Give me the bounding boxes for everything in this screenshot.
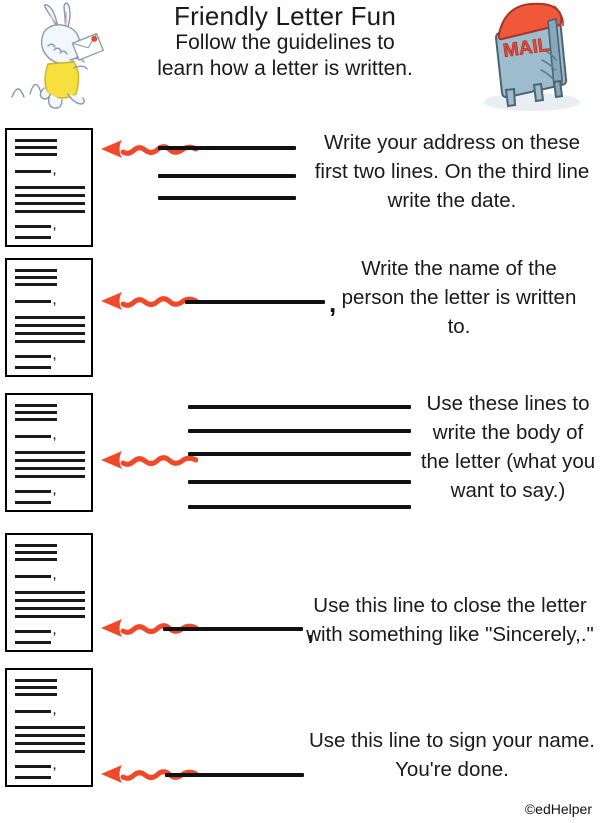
diagram-address-line-3 [15,558,57,561]
squiggly-arrow-left-icon [88,136,198,162]
copyright-credit: ©edHelper [524,801,592,817]
diagram-closing-line [15,765,51,768]
writing-line[interactable] [158,196,296,200]
letter-diagram: , , [5,258,93,377]
writing-line[interactable] [158,174,296,178]
diagram-body-line-4 [15,340,85,343]
diagram-address-line-1 [15,404,57,407]
title-block: Friendly Letter Fun Follow the guideline… [110,2,460,81]
section-signature: , , Use this line to sign your name. You… [0,660,600,790]
diagram-greeting-line [15,710,51,713]
diagram-address-line-2 [15,686,57,689]
diagram-closing-line [15,355,51,358]
diagram-address-line-2 [15,146,57,149]
letter-diagram: , , [5,533,93,652]
diagram-greeting-line [15,170,51,173]
diagram-body-line-3 [15,742,85,745]
diagram-body-line-4 [15,210,85,213]
closing-comma: , [307,615,315,645]
mailbox-icon: MAIL [468,2,594,121]
diagram-address-line-1 [15,679,57,682]
diagram-greeting-line [15,435,51,438]
diagram-signature-line [15,236,51,239]
diagram-address-line-2 [15,276,57,279]
letter-diagram: , , [5,668,93,787]
diagram-greeting-comma: , [53,705,57,717]
instruction-text: Use this line to close the letter with s… [306,594,594,647]
diagram-body-line-2 [15,599,85,602]
letter-diagram: , , [5,128,93,247]
instruction-text: Use this line to sign your name. You're … [309,729,595,782]
instruction-text: Write your address on these first two li… [314,131,590,213]
diagram-address-line-3 [15,283,57,286]
diagram-body-line-4 [15,475,85,478]
diagram-closing-line [15,225,51,228]
diagram-body-line-3 [15,202,85,205]
diagram-closing-line [15,490,51,493]
diagram-address-line-3 [15,693,57,696]
worksheet-header: Friendly Letter Fun Follow the guideline… [0,0,600,118]
diagram-body-line-1 [15,591,85,594]
instruction-text: Use these lines to write the body of the… [420,392,596,503]
diagram-signature-line [15,776,51,779]
diagram-signature-line [15,501,51,504]
writing-line[interactable] [188,429,411,433]
diagram-closing-comma: , [53,625,57,637]
diagram-greeting-comma: , [53,430,57,442]
diagram-body-line-3 [15,467,85,470]
diagram-greeting-line [15,575,51,578]
diagram-greeting-comma: , [53,295,57,307]
writing-line[interactable] [158,146,296,150]
writing-line[interactable] [188,452,411,456]
writing-line[interactable] [188,405,411,409]
diagram-body-line-1 [15,186,85,189]
letter-diagram: , , [5,393,93,512]
section-address-date: , , Write your address on these first tw… [0,120,600,250]
writing-line[interactable] [188,480,411,484]
writing-line[interactable] [163,627,303,631]
diagram-body-line-2 [15,459,85,462]
diagram-body-line-1 [15,316,85,319]
diagram-body-line-4 [15,615,85,618]
diagram-body-line-2 [15,324,85,327]
subtitle-line-1: Follow the guidelines to [175,31,395,55]
squiggly-arrow-left-icon [88,288,198,314]
greeting-comma: , [329,288,337,318]
diagram-body-line-2 [15,734,85,737]
diagram-body-line-2 [15,194,85,197]
writing-line[interactable] [165,773,304,777]
squiggly-arrow-left-icon [88,447,198,473]
section-closing: , , , Use this line to close the letter … [0,525,600,655]
diagram-greeting-comma: , [53,570,57,582]
diagram-body-line-1 [15,726,85,729]
diagram-body-line-4 [15,750,85,753]
diagram-body-line-1 [15,451,85,454]
page-title: Friendly Letter Fun [173,1,396,31]
diagram-body-line-3 [15,607,85,610]
diagram-address-line-1 [15,139,57,142]
diagram-signature-line [15,366,51,369]
diagram-address-line-2 [15,551,57,554]
bunny-with-letter-icon [4,2,108,123]
diagram-address-line-3 [15,418,57,421]
writing-line[interactable] [185,300,325,304]
writing-line[interactable] [188,505,411,509]
subtitle-line-2: learn how a letter is written. [157,56,413,80]
diagram-greeting-line [15,300,51,303]
diagram-signature-line [15,641,51,644]
diagram-closing-line [15,630,51,633]
instruction-text: Write the name of the person the letter … [341,257,577,339]
section-body: , , Use these lines to write the body of… [0,385,600,515]
section-greeting: , , , Write the name of the person the l… [0,250,600,380]
diagram-closing-comma: , [53,350,57,362]
diagram-address-line-2 [15,411,57,414]
diagram-address-line-3 [15,153,57,156]
diagram-greeting-comma: , [53,165,57,177]
diagram-address-line-1 [15,269,57,272]
diagram-closing-comma: , [53,485,57,497]
diagram-address-line-1 [15,544,57,547]
diagram-closing-comma: , [53,220,57,232]
diagram-closing-comma: , [53,760,57,772]
diagram-body-line-3 [15,332,85,335]
